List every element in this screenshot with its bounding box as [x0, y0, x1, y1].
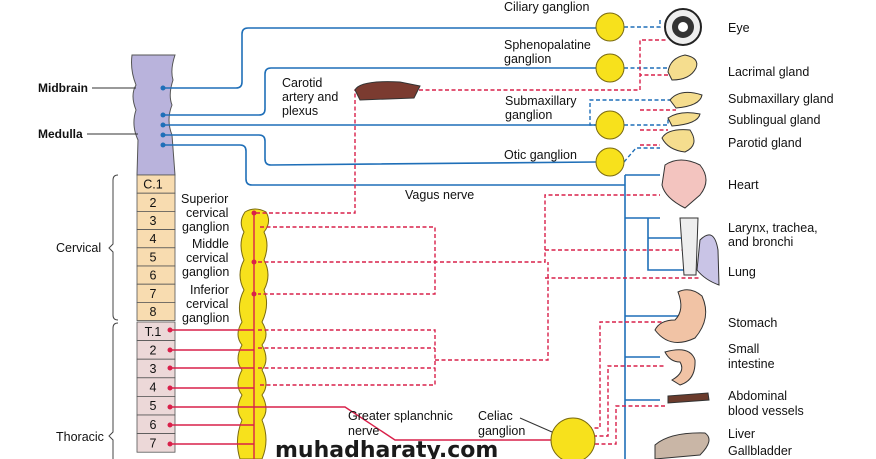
stomach-icon	[654, 289, 707, 343]
lung-label: Lung	[728, 265, 756, 279]
segment-label: 5	[150, 250, 157, 264]
mid-cerv-3: ganglion	[182, 265, 229, 279]
submaxillary-label-2: ganglion	[505, 108, 552, 122]
submaxillary-ganglion-node	[595, 110, 625, 140]
sup-cerv-1: Superior	[181, 192, 228, 206]
segment-label: 8	[150, 305, 157, 319]
carotid-artery-icon	[354, 81, 421, 101]
celiac-label-1: Celiac	[478, 409, 513, 423]
sup-cerv-2: cervical	[186, 206, 228, 220]
sphenopalatine-label-1: Sphenopalatine	[504, 38, 591, 52]
eye-label: Eye	[728, 21, 750, 35]
cervical-segments: C.1 2 3 4 5 6 7 8	[136, 174, 176, 321]
lacrimal-label: Lacrimal gland	[728, 65, 809, 79]
segment-label: 6	[150, 418, 157, 432]
celiac-ganglion	[550, 417, 596, 459]
carotid-label-3: plexus	[282, 104, 318, 118]
sympathetic-nerves	[167, 39, 700, 447]
segment-label: 3	[150, 214, 157, 228]
eye-icon	[664, 8, 702, 46]
submaxillary-gland-label: Submaxillary gland	[728, 92, 834, 106]
abdominal-label-1: Abdominal	[728, 389, 787, 403]
spinal-segment	[136, 301, 176, 321]
carotid-label-1: Carotid	[282, 76, 322, 90]
cervical-label: Cervical	[56, 241, 101, 255]
ciliary-ganglion	[595, 12, 625, 42]
lacrimal-gland-icon	[667, 54, 698, 81]
vagus-label: Vagus nerve	[405, 188, 474, 202]
salivary-glands-icon	[661, 91, 703, 153]
ciliary-ganglion-label: Ciliary ganglion	[504, 0, 590, 14]
small-intestine-label-1: Small	[728, 342, 759, 356]
otic-ganglion	[595, 147, 625, 177]
heart-label: Heart	[728, 178, 759, 192]
splanchnic-label-1: Greater splanchnic	[348, 409, 453, 423]
celiac-pointer	[519, 417, 553, 433]
medulla-label: Medulla	[38, 127, 83, 141]
segment-label: 2	[150, 343, 157, 357]
small-intestine-label-2: intestine	[728, 357, 775, 371]
mid-cerv-1: Middle	[192, 237, 229, 251]
spinal-segment	[136, 433, 176, 453]
segment-label: 6	[150, 269, 157, 283]
abdominal-vessel-icon	[667, 392, 710, 404]
parasympathetic-nerves	[160, 18, 690, 459]
carotid-label-2: artery and	[282, 90, 338, 104]
liver-label: Liver	[728, 427, 755, 441]
larynx-label-2: and bronchi	[728, 235, 793, 249]
celiac-label-2: ganglion	[478, 424, 525, 438]
mid-cerv-2: cervical	[186, 251, 228, 265]
sphenopalatine-label-2: ganglion	[504, 52, 551, 66]
segment-label: 4	[150, 232, 157, 246]
segment-label: C.1	[143, 178, 163, 192]
splanchnic-label-2: nerve	[348, 424, 379, 438]
stomach-label: Stomach	[728, 316, 777, 330]
segment-label: T.1	[145, 325, 162, 339]
sup-cerv-3: ganglion	[182, 220, 229, 234]
inf-cerv-2: cervical	[186, 297, 228, 311]
thoracic-brace	[108, 322, 119, 459]
thoracic-label: Thoracic	[56, 430, 104, 444]
thoracic-segments: T.1 2 3 4 5 6 7	[136, 321, 176, 453]
heart-icon	[661, 159, 707, 209]
segment-label: 2	[150, 196, 157, 210]
inf-cerv-1: Inferior	[190, 283, 229, 297]
inf-cerv-3: ganglion	[182, 311, 229, 325]
liver-icon	[654, 432, 710, 459]
larynx-trachea-icon	[679, 217, 699, 276]
small-intestine-icon	[664, 349, 696, 386]
larynx-label-1: Larynx, trachea,	[728, 221, 818, 235]
sympathetic-chain	[236, 208, 270, 459]
sphenopalatine-ganglion	[595, 53, 625, 83]
abdominal-label-2: blood vessels	[728, 404, 804, 418]
lung-icon	[696, 234, 720, 286]
parotid-label: Parotid gland	[728, 136, 802, 150]
midbrain-label: Midbrain	[38, 81, 88, 95]
sublingual-label: Sublingual gland	[728, 113, 820, 127]
submaxillary-label-1: Submaxillary	[505, 94, 577, 108]
segment-label: 7	[150, 436, 157, 450]
segment-label: 5	[150, 399, 157, 413]
cervical-brace	[108, 174, 119, 321]
segment-label: 4	[150, 381, 157, 395]
segment-label: 7	[150, 287, 157, 301]
otic-ganglion-label: Otic ganglion	[504, 148, 577, 162]
segment-label: 3	[150, 362, 157, 376]
watermark: muhadharaty.com	[275, 438, 498, 459]
gallbladder-label: Gallbladder	[728, 444, 792, 458]
